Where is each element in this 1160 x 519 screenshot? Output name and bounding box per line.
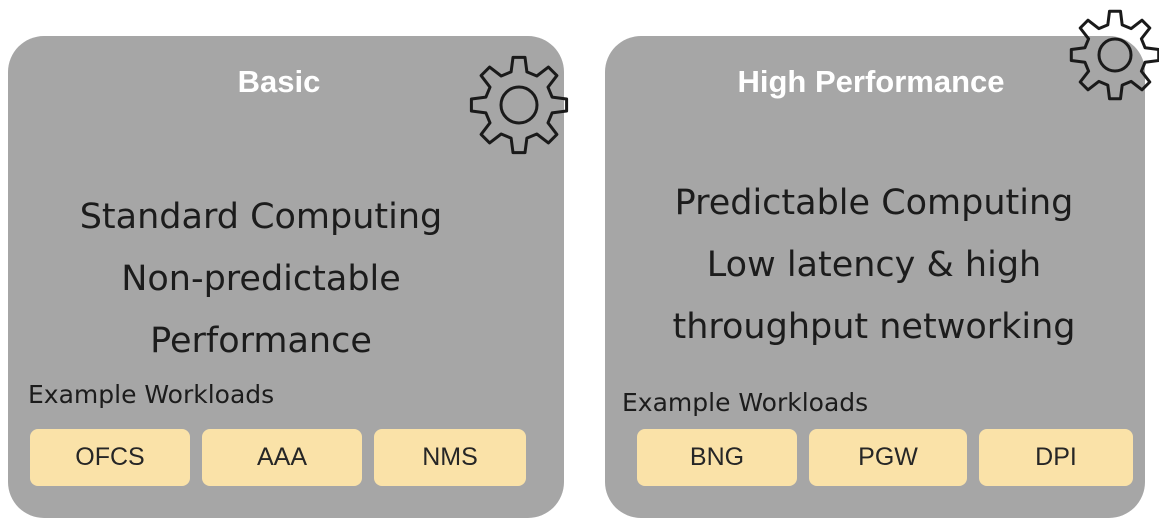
panel-title: Basic <box>237 64 321 99</box>
description-line: Non-predictable <box>121 259 401 299</box>
gear-icon <box>1069 9 1159 101</box>
description-line: throughput networking <box>672 307 1076 347</box>
gear-hole <box>1097 37 1133 73</box>
gear-hole <box>499 85 539 125</box>
gear-icon <box>469 55 569 155</box>
tier-description: Predictable Computing Low latency & high… <box>613 172 1135 358</box>
workload-chip-bng: BNG <box>637 429 797 486</box>
description-line: Low latency & high <box>706 245 1042 285</box>
workload-chip-aaa: AAA <box>202 429 362 486</box>
description-line: Standard Computing <box>79 197 443 237</box>
panel-title: High Performance <box>737 64 1005 99</box>
workload-chip-dpi: DPI <box>979 429 1133 486</box>
gear-outline <box>469 55 569 155</box>
high-performance-tier-panel: High Performance Predictable Computing L… <box>605 36 1145 518</box>
basic-tier-panel: Basic Standard Computing Non-predictable… <box>8 36 564 518</box>
workload-chip-pgw: PGW <box>809 429 967 486</box>
example-workloads-label: Example Workloads <box>28 380 275 409</box>
workload-chip-ofcs: OFCS <box>30 429 190 486</box>
description-line: Performance <box>150 321 372 361</box>
gear-outline <box>1069 9 1159 101</box>
description-line: Predictable Computing <box>674 183 1074 223</box>
example-workloads-label: Example Workloads <box>622 388 869 417</box>
tier-description: Standard Computing Non-predictable Perfo… <box>16 186 506 372</box>
workload-chip-nms: NMS <box>374 429 526 486</box>
